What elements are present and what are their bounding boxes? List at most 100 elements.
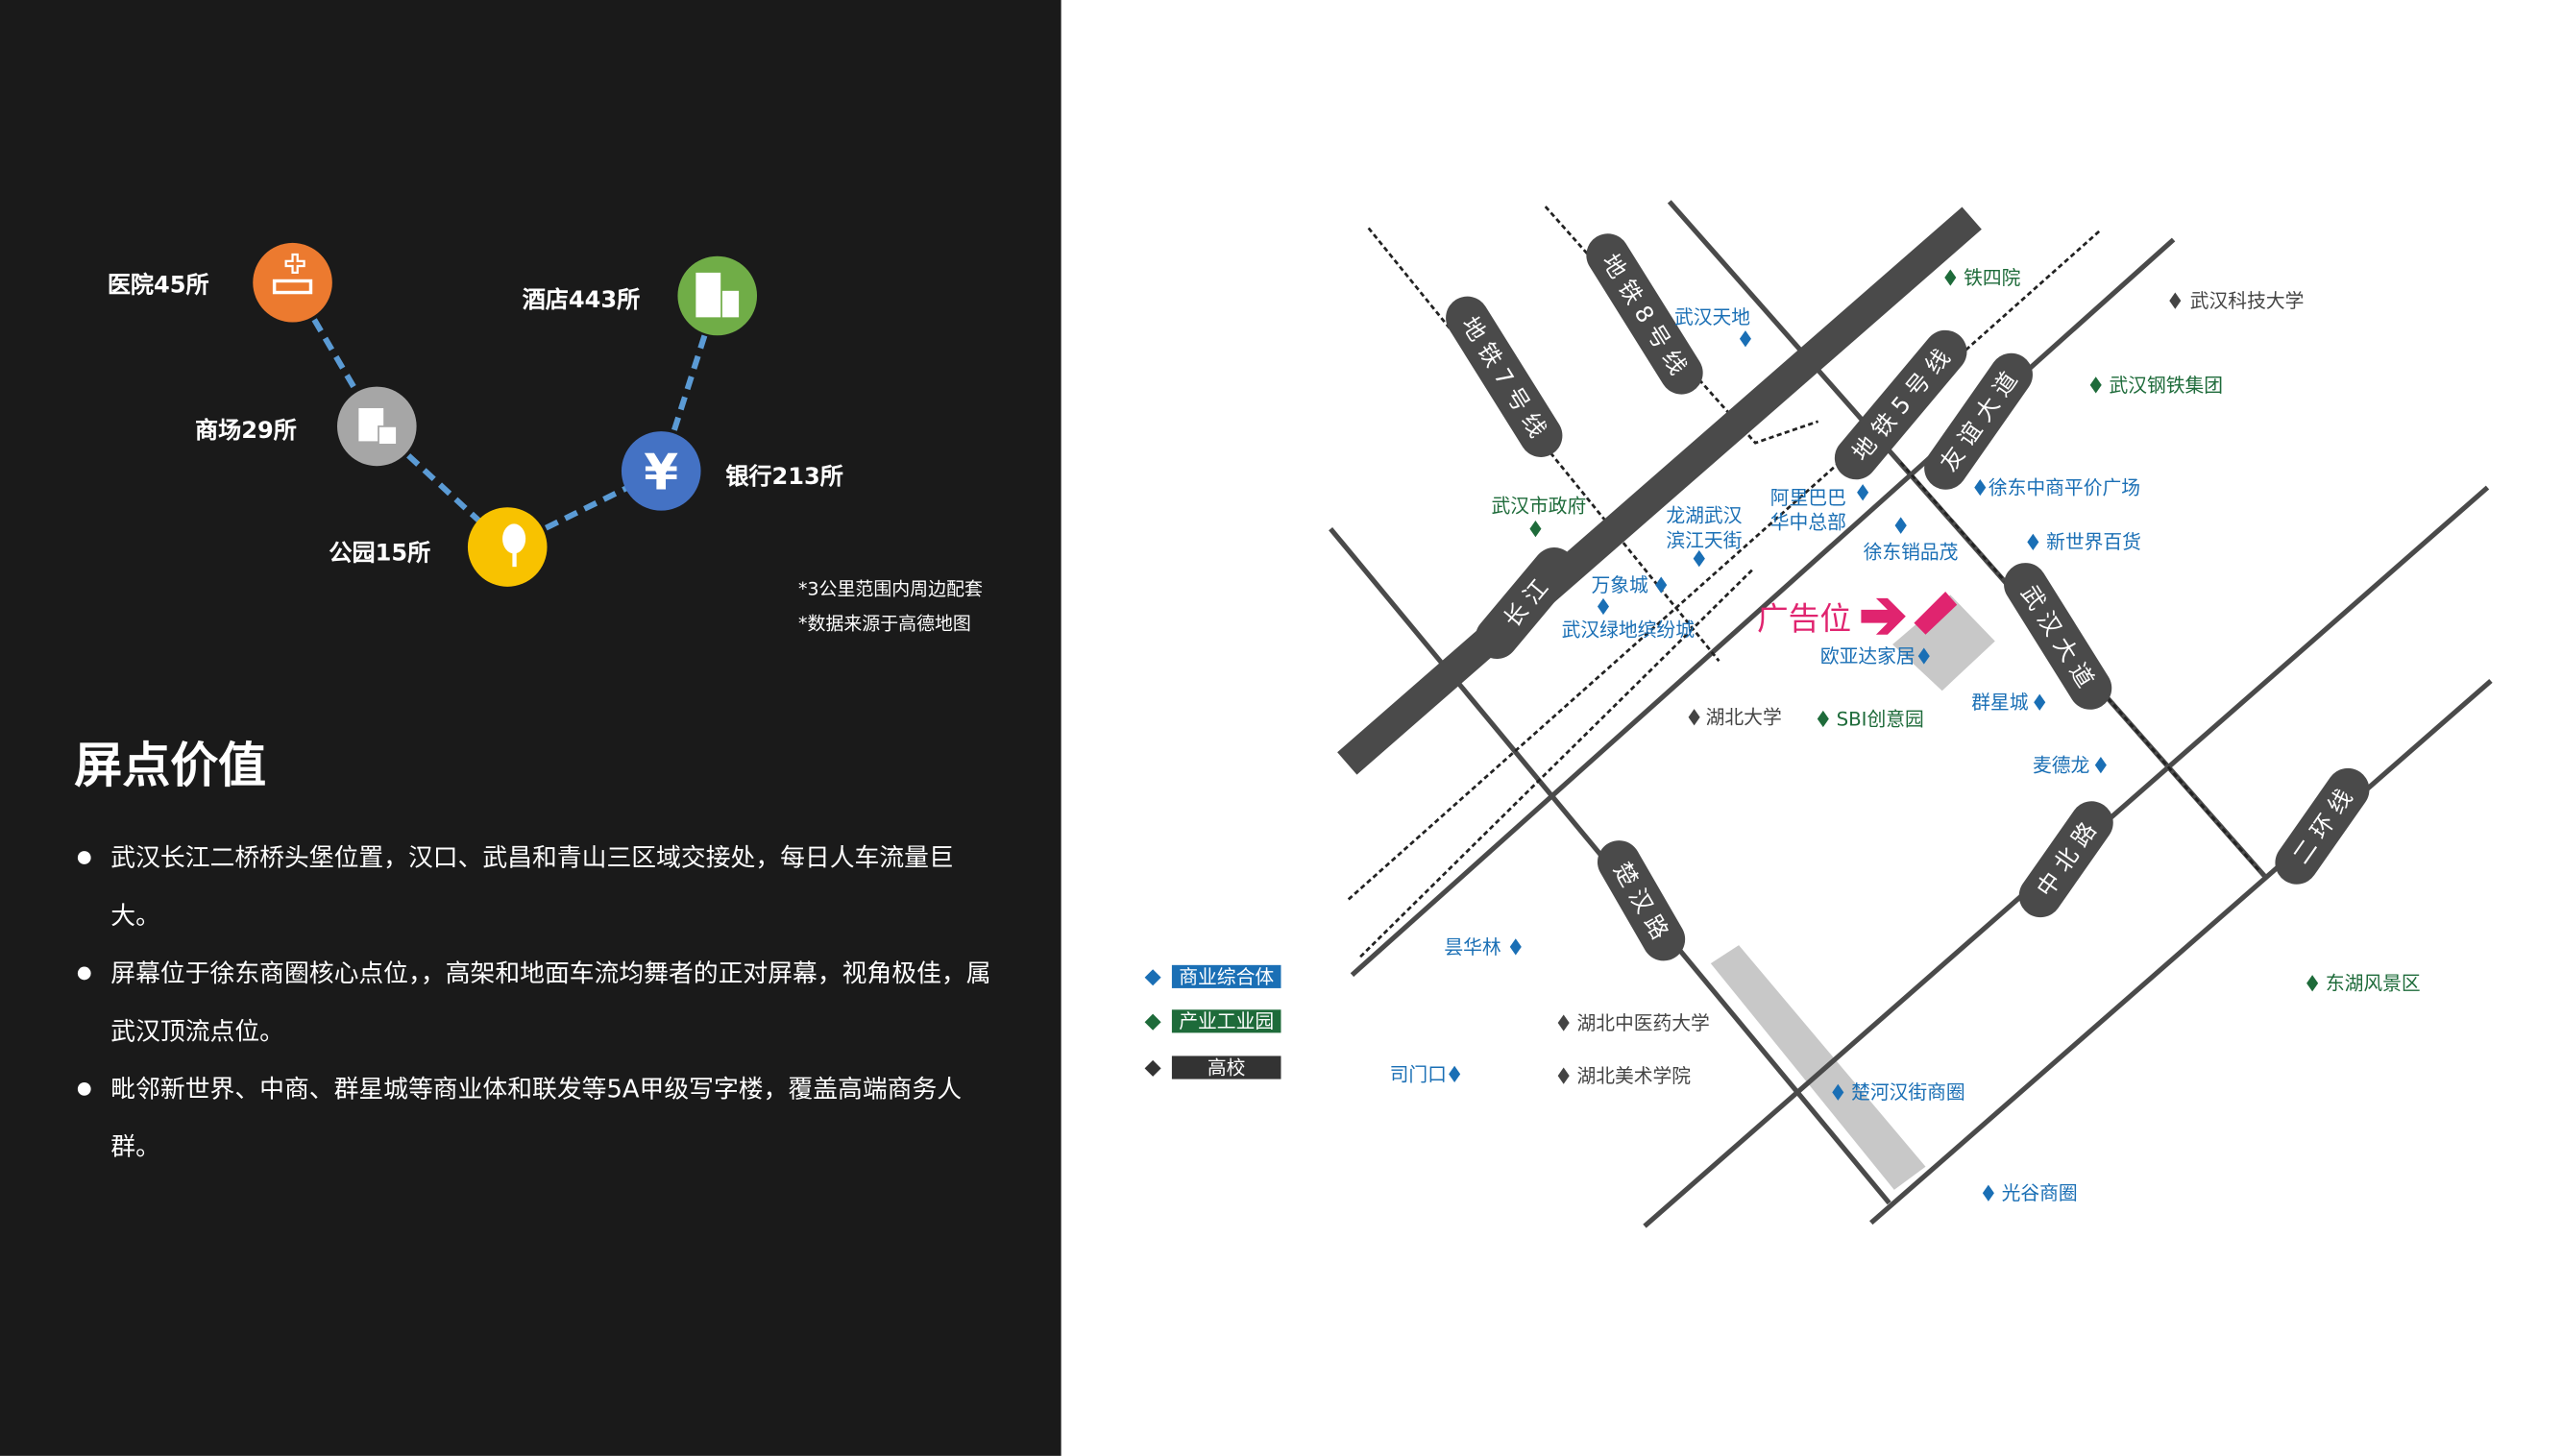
poi-marker: 徐东中商平价广场	[1974, 476, 2140, 498]
arrow-right-icon	[1861, 597, 1906, 635]
poi-marker: 楚河汉街商圈	[1832, 1081, 1965, 1104]
poi-label: 武汉市政府	[1491, 495, 1586, 517]
poi-label: 欧亚达家居	[1820, 645, 1915, 667]
diamond-icon	[1817, 710, 1829, 728]
legend-commercial: 商业综合体	[1144, 964, 1281, 988]
diamond-icon	[1688, 709, 1700, 726]
diamond-icon	[1894, 517, 1907, 534]
chuhe-hanjie-area	[1710, 945, 1926, 1190]
diamond-icon	[1449, 1065, 1461, 1082]
poi-label: 龙湖武汉	[1666, 505, 1742, 527]
yen-icon: ¥	[621, 431, 701, 511]
poi-label: 徐东销品茂	[1864, 542, 1959, 564]
list-item: 屏幕位于徐东商圈核心点位，，高架和地面车流均舞者的正对屏幕，视角极佳，属武汉顶流…	[74, 945, 1000, 1060]
footnote: *3公里范围内周边配套	[798, 578, 983, 600]
poi-label: 麦德龙	[2033, 755, 2089, 777]
diamond-icon	[1857, 484, 1869, 501]
poi-marker: 武汉天地	[1674, 306, 1751, 348]
legend-industrial: 产业工业园	[1144, 1009, 1281, 1033]
value-list: 武汉长江二桥桥头堡位置，汉口、武昌和青山三区域交接处，每日人车流量巨大。 屏幕位…	[74, 830, 1000, 1177]
poi-marker: 武汉市政府	[1491, 495, 1586, 538]
poi-label: 湖北中医药大学	[1576, 1012, 1709, 1034]
poi-marker: 滨江天街	[1666, 530, 1742, 568]
diamond-icon	[1974, 478, 1987, 497]
diamond-icon	[1529, 520, 1542, 538]
road-label-pill: 二 环 线	[2275, 767, 2370, 885]
amenity-network: ¥	[253, 242, 758, 587]
poi-label: 司门口	[1390, 1063, 1447, 1085]
diamond-icon	[2034, 693, 2046, 711]
poi-label: 楚河汉街商圈	[1851, 1081, 1965, 1104]
diamond-icon	[1597, 597, 1610, 616]
section-title: 屏点价值	[74, 737, 267, 793]
poi-marker: 东湖风景区	[2306, 973, 2421, 995]
diamond-icon	[1739, 330, 1751, 348]
diamond-icon	[2027, 533, 2039, 550]
poi-marker: 万象城	[1592, 574, 1668, 596]
poi-label: 湖北美术学院	[1576, 1065, 1691, 1087]
poi-label: 武汉钢铁集团	[2109, 375, 2223, 397]
list-item: 毗邻新世界、中商、群星城等商业体和联发等5A甲级写字楼，覆盖高端商务人群。	[74, 1061, 1000, 1177]
diamond-icon	[2306, 975, 2319, 992]
amenity-label-bank: 银行213所	[725, 464, 843, 492]
poi-marker: 新世界百货	[2027, 531, 2141, 553]
diamond-icon	[1655, 576, 1668, 594]
poi-marker: 武汉科技大学	[2169, 290, 2304, 312]
shopping-bag-icon	[337, 386, 417, 467]
poi-label: 徐东中商平价广场	[1989, 476, 2140, 498]
ad-position-marker: 广告位	[1757, 591, 1958, 638]
amenity-label-hospital: 医院45所	[107, 272, 209, 300]
amenities-panel: ¥ 医院45所 商场29所 公园15所 银行213所 酒店443所 *3公里范围…	[0, 0, 1061, 1456]
yangtze-river	[1337, 206, 1982, 775]
diamond-icon	[1982, 1184, 1994, 1201]
svg-text:¥: ¥	[644, 444, 678, 501]
road-label-pill: 楚 汉 路	[1597, 840, 1686, 961]
footnote: *数据来源于高德地图	[798, 613, 971, 635]
road-label-pill: 地 铁 7 号 线	[1446, 296, 1563, 457]
hospital-bed-icon	[253, 242, 332, 323]
diamond-icon	[2094, 757, 2107, 774]
poi-label: SBI创意园	[1837, 708, 1924, 730]
poi-marker: 湖北大学	[1688, 707, 1782, 729]
list-item: 武汉长江二桥桥头堡位置，汉口、武昌和青山三区域交接处，每日人车流量巨大。	[74, 830, 1000, 945]
poi-label: 新世界百货	[2046, 531, 2141, 553]
road-label-pill: 中 北 路	[2018, 801, 2113, 918]
poi-label: 光谷商圈	[2002, 1182, 2078, 1204]
diamond-icon	[2169, 292, 2182, 309]
tree-icon	[467, 507, 548, 587]
poi-label: 滨江天街	[1666, 530, 1742, 552]
diamond-icon	[1557, 1067, 1570, 1084]
poi-marker: 武汉绿地缤纷城	[1562, 597, 1696, 641]
poi-label: 东湖风景区	[2326, 973, 2421, 995]
poi-marker: 昙华林	[1444, 936, 1522, 959]
poi-label: 群星城	[1971, 692, 2029, 714]
poi-label: 华中总部	[1770, 512, 1846, 534]
poi-label: 武汉科技大学	[2190, 290, 2305, 312]
poi-marker: 华中总部	[1770, 512, 1907, 534]
building-icon	[677, 255, 758, 336]
poi-label: 铁四院	[1964, 267, 2021, 289]
amenity-label-park: 公园15所	[329, 540, 431, 568]
poi-marker: 徐东销品茂	[1864, 517, 1959, 564]
poi-marker: 群星城	[1971, 692, 2046, 714]
amenity-label-mall: 商场29所	[195, 418, 297, 445]
poi-marker: 欧亚达家居	[1820, 645, 1930, 667]
diamond-icon	[1509, 938, 1522, 956]
diamond-icon	[1693, 549, 1705, 568]
poi-label: 湖北大学	[1706, 707, 1782, 729]
poi-marker: 武汉钢铁集团	[2089, 375, 2223, 397]
ad-position-label: 广告位	[1757, 601, 1851, 638]
site-area	[1892, 595, 1995, 692]
poi-marker: 湖北中医药大学	[1557, 1012, 1710, 1034]
poi-marker: 光谷商圈	[1982, 1182, 2078, 1204]
road-label: 地 铁 7 号 线	[1456, 312, 1551, 442]
poi-marker: 湖北美术学院	[1557, 1065, 1691, 1087]
diamond-icon	[1944, 269, 1957, 286]
poi-label: 武汉绿地缤纷城	[1562, 619, 1696, 641]
poi-label: 阿里巴巴	[1770, 487, 1846, 509]
poi-marker: SBI创意园	[1817, 708, 1924, 730]
poi-label: 万象城	[1592, 574, 1649, 596]
road-label-pill: 长 江	[1475, 547, 1576, 659]
amenity-label-hotel: 酒店443所	[522, 287, 641, 314]
